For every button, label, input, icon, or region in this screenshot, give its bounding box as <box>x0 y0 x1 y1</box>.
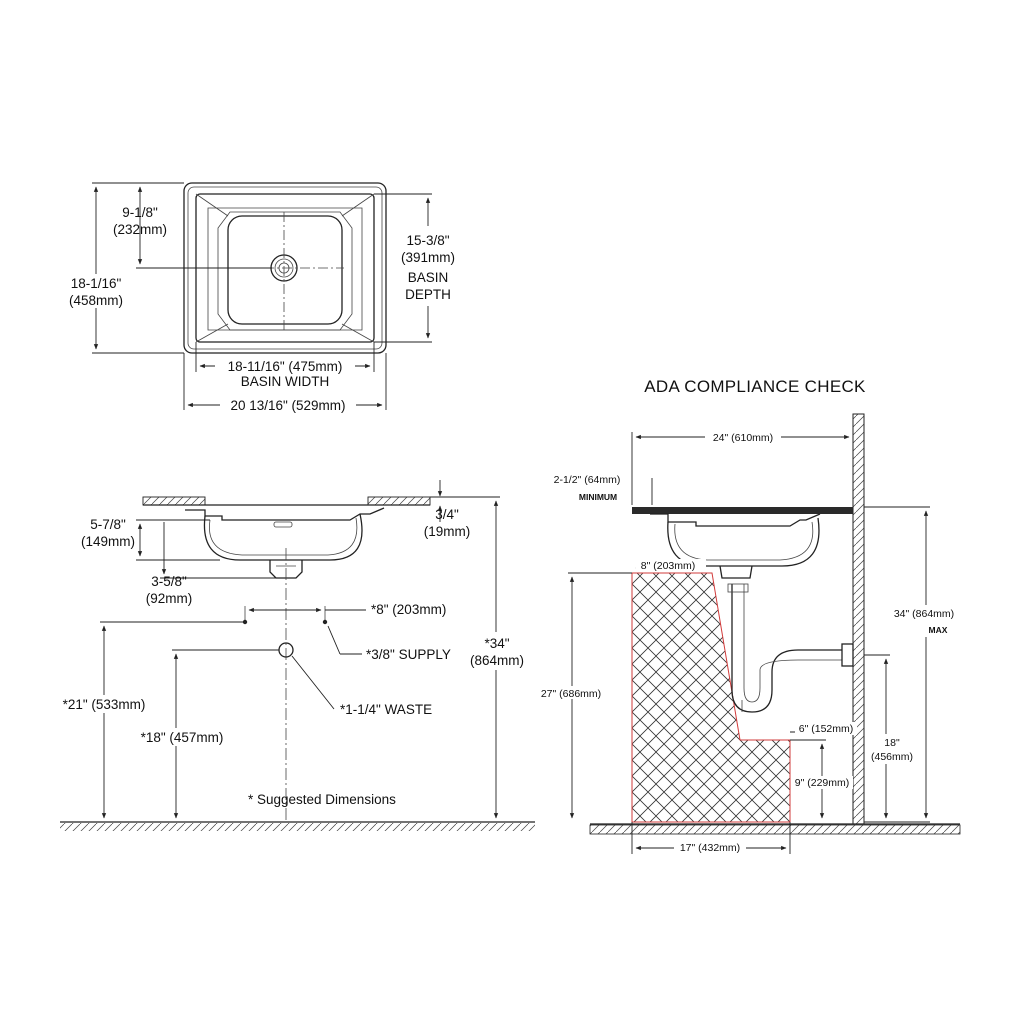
ada-view: ADA COMPLIANCE CHECK 24" (610mm) <box>534 377 966 854</box>
dim-center-mm: (232mm) <box>113 222 167 237</box>
ada-max-label: MAX <box>929 625 948 635</box>
dim-overall-depth-in: 18-1/16" <box>71 276 122 291</box>
p-trap <box>727 583 854 713</box>
wall <box>852 413 865 825</box>
basin-depth-label-1: BASIN <box>408 270 449 285</box>
dim-overall-height-mm: (864mm) <box>470 653 524 668</box>
ada-dim-depth: 24" (610mm) <box>713 432 773 444</box>
ada-dim-toe-height: 9" (229mm) <box>795 777 850 789</box>
ada-dim-knee-height: 27" (686mm) <box>541 688 601 700</box>
dim-drain-in: 3-5/8" <box>151 574 187 589</box>
dim-basin-depth-mm: (391mm) <box>401 250 455 265</box>
dim-supply-height: *21" (533mm) <box>63 697 146 712</box>
ada-dim-toe-depth: 6" (152mm) <box>799 723 854 735</box>
basin-depth-label-2: DEPTH <box>405 287 451 302</box>
ada-dim-max-height: 34" (864mm) <box>894 608 954 620</box>
supply-fitting-left <box>242 606 248 625</box>
sink-top-outline <box>183 182 387 354</box>
dim-bowl-depth-mm: (149mm) <box>81 534 135 549</box>
ada-title: ADA COMPLIANCE CHECK <box>644 377 866 396</box>
dim-bowl-depth-in: 5-7/8" <box>90 517 126 532</box>
ada-sink-section <box>650 513 821 579</box>
side-view: 5-7/8" (149mm) 3/4" (19mm) 3-5/8" (92mm)… <box>58 480 535 831</box>
sink-section <box>143 504 430 579</box>
suggested-dimensions-note: * Suggested Dimensions <box>248 792 396 807</box>
ada-dim-knee: 8" (203mm) <box>641 560 696 572</box>
dim-rim-in: 3/4" <box>435 507 459 522</box>
dim-supply-spacing: *8" (203mm) <box>371 602 446 617</box>
ada-dim-trap-mm: (456mm) <box>871 751 913 763</box>
dim-drain-mm: (92mm) <box>146 591 193 606</box>
top-view: 9-1/8" (232mm) 18-1/16" (458mm) 15-3/8" … <box>60 182 461 413</box>
ada-dim-min: 2-1/2" (64mm) <box>554 474 621 486</box>
dim-rim-mm: (19mm) <box>424 524 471 539</box>
dim-overall-depth-mm: (458mm) <box>69 293 123 308</box>
dim-basin-depth-in: 15-3/8" <box>406 233 449 248</box>
floor-line <box>60 821 535 831</box>
supply-label: *3/8" SUPPLY <box>366 647 451 662</box>
ada-min-label: MINIMUM <box>579 492 617 502</box>
dim-waste-height: *18" (457mm) <box>141 730 224 745</box>
supply-fitting-right <box>322 606 328 625</box>
basin-width-label: BASIN WIDTH <box>241 374 330 389</box>
counter <box>632 507 853 514</box>
dim-overall-width: 20 13/16" (529mm) <box>230 398 345 413</box>
waste-label: *1-1/4" WASTE <box>340 702 432 717</box>
ada-dim-floor-depth: 17" (432mm) <box>680 842 740 854</box>
knee-clearance-zone <box>631 572 791 823</box>
dim-overall-height-in: *34" <box>484 636 509 651</box>
dim-basin-width: 18-11/16" (475mm) <box>228 359 343 374</box>
countertop <box>142 496 431 506</box>
ada-dim-trap-in: 18" <box>884 737 900 749</box>
dim-center-in: 9-1/8" <box>122 205 158 220</box>
ada-floor <box>589 823 961 835</box>
